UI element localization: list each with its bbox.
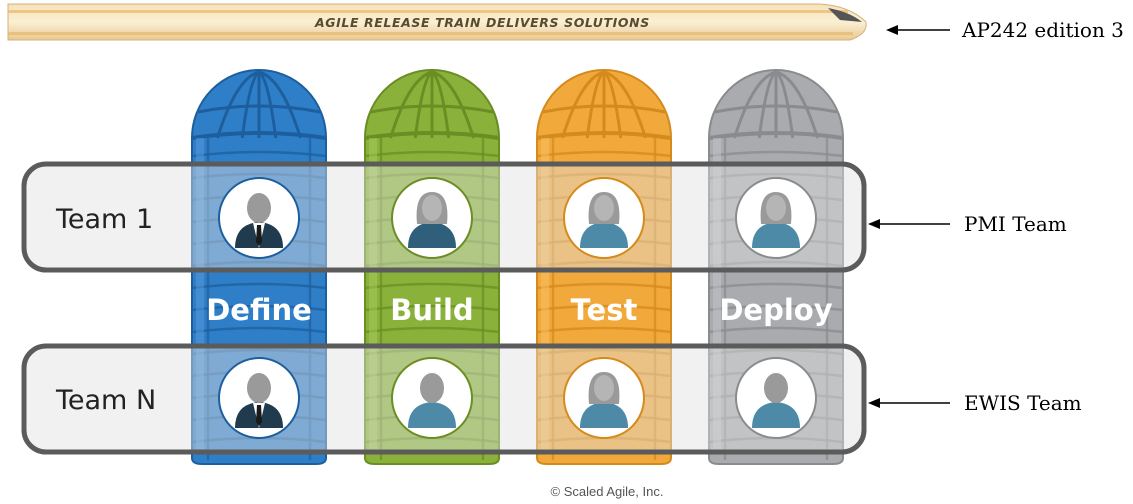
- annotation-teamn-text: EWIS Team: [964, 391, 1082, 415]
- annotation-team1-text: PMI Team: [964, 212, 1067, 236]
- annotation-team1: PMI Team: [868, 212, 1067, 236]
- person-woman-icon: [391, 177, 473, 259]
- team-label-1: Team 1: [55, 204, 153, 235]
- silo-label-test: Test: [571, 293, 638, 327]
- person-man-icon: [735, 357, 817, 439]
- silo-test: [536, 69, 672, 465]
- person-suit-icon: [218, 357, 300, 439]
- silo-deploy: [708, 69, 844, 465]
- arrow-left-icon: [886, 25, 898, 35]
- train-label: AGILE RELEASE TRAIN DELIVERS SOLUTIONS: [314, 15, 650, 30]
- person-woman-icon: [735, 177, 817, 259]
- annotation-train: AP242 edition 3: [886, 18, 1124, 42]
- silo-label-define: Define: [206, 293, 312, 327]
- avatar-group: [218, 177, 817, 439]
- annotation-train-text: AP242 edition 3: [961, 18, 1124, 42]
- silo-group: [191, 69, 844, 465]
- silo-label-deploy: Deploy: [719, 293, 832, 327]
- person-suit-icon: [218, 177, 300, 259]
- person-man-icon: [391, 357, 473, 439]
- copyright-text: © Scaled Agile, Inc.: [551, 484, 664, 499]
- release-train: AGILE RELEASE TRAIN DELIVERS SOLUTIONS: [7, 3, 867, 41]
- silo-build: [364, 69, 500, 465]
- annotation-teamn: EWIS Team: [868, 391, 1082, 415]
- team-label-n: Team N: [55, 385, 156, 416]
- arrow-left-icon: [868, 398, 880, 408]
- silo-label-build: Build: [390, 293, 473, 327]
- person-woman-icon: [563, 357, 645, 439]
- arrow-left-icon: [868, 219, 880, 229]
- person-woman-icon: [563, 177, 645, 259]
